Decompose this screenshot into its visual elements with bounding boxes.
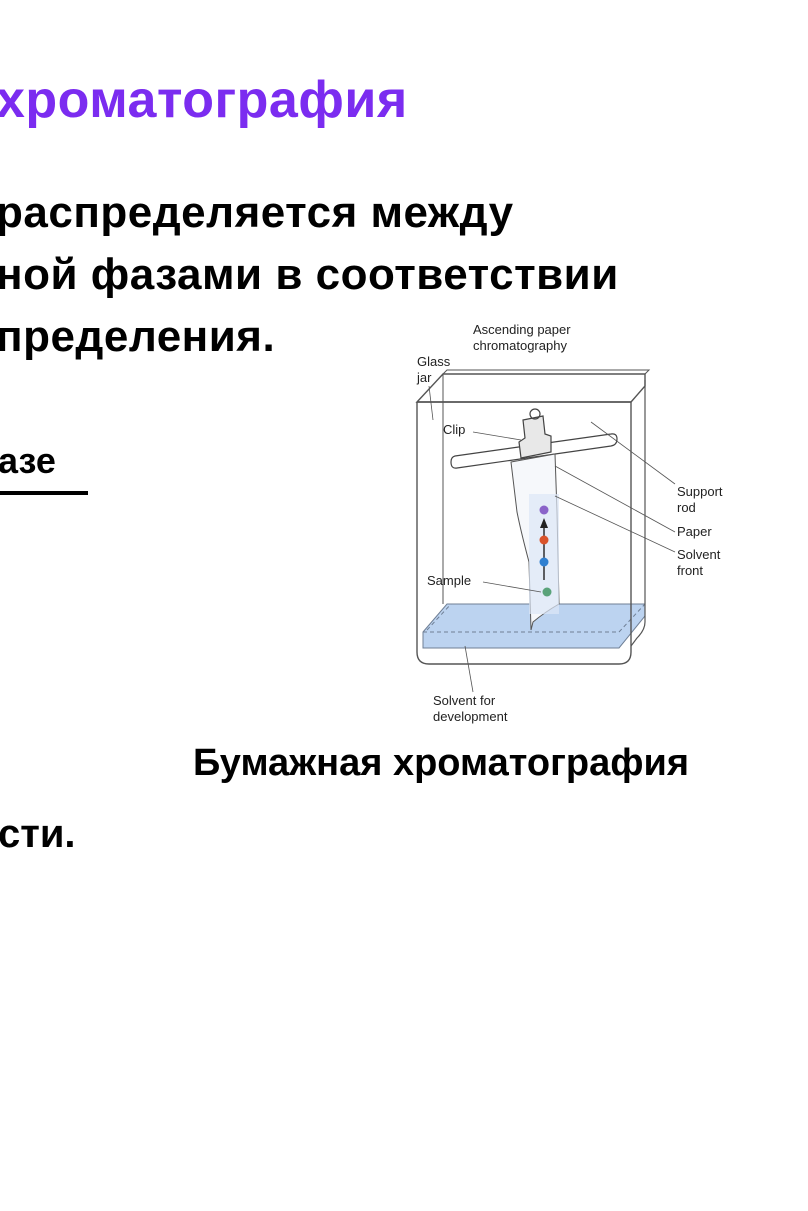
leader-clip (472, 431, 522, 441)
leader-sample (482, 581, 542, 593)
body-text-line-2: ной фазами в соответствии (0, 250, 619, 299)
label-support-rod-line-2: rod (677, 500, 696, 515)
paper-chromatography-diagram: Ascending paper chromatography Glass jar… (415, 322, 723, 724)
label-sample: Sample (427, 573, 471, 588)
diagram-heading-line-2: chromatography (473, 338, 567, 353)
migration-arrow-head (540, 518, 548, 528)
label-clip: Clip (443, 422, 465, 437)
leader-support-rod (590, 421, 676, 485)
leader-glass-jar (428, 385, 434, 421)
leader-solvent-development (464, 645, 474, 693)
spot-purple (539, 505, 549, 515)
label-paper: Paper (677, 524, 712, 539)
slide-title: хроматография (0, 71, 408, 129)
label-glass-jar-line-2: jar (416, 370, 432, 385)
label-solvent-development-line-2: development (433, 709, 508, 724)
diagram-caption: Бумажная хроматография (193, 742, 690, 784)
leader-solvent-front (554, 495, 676, 553)
spot-blue (539, 557, 549, 567)
solvent-surface-line (423, 603, 646, 633)
glass-jar-back-edge (630, 380, 646, 647)
label-solvent-front-line-1: Solvent (677, 547, 721, 562)
underline-divider (0, 491, 88, 495)
diagram-heading-line-1: Ascending paper (473, 322, 571, 337)
label-solvent-front-line-2: front (677, 563, 703, 578)
glass-jar-rim (415, 373, 646, 403)
glass-jar-lid (442, 369, 651, 375)
clip-ring (529, 408, 541, 420)
label-glass-jar-line-1: Glass (417, 354, 451, 369)
label-solvent-development-line-1: Solvent for (433, 693, 496, 708)
label-support-rod-line-1: Support (677, 484, 723, 499)
leader-paper (554, 465, 676, 533)
glass-jar (416, 402, 632, 665)
body-text-line-1: распределяется между (0, 188, 514, 237)
body-text-line-3: пределения. (0, 312, 276, 361)
spot-green (542, 587, 552, 597)
underlined-text-fragment: азе (0, 440, 56, 481)
spot-red (539, 535, 549, 545)
body-text-tail: сти. (0, 812, 76, 856)
clip (518, 415, 552, 459)
